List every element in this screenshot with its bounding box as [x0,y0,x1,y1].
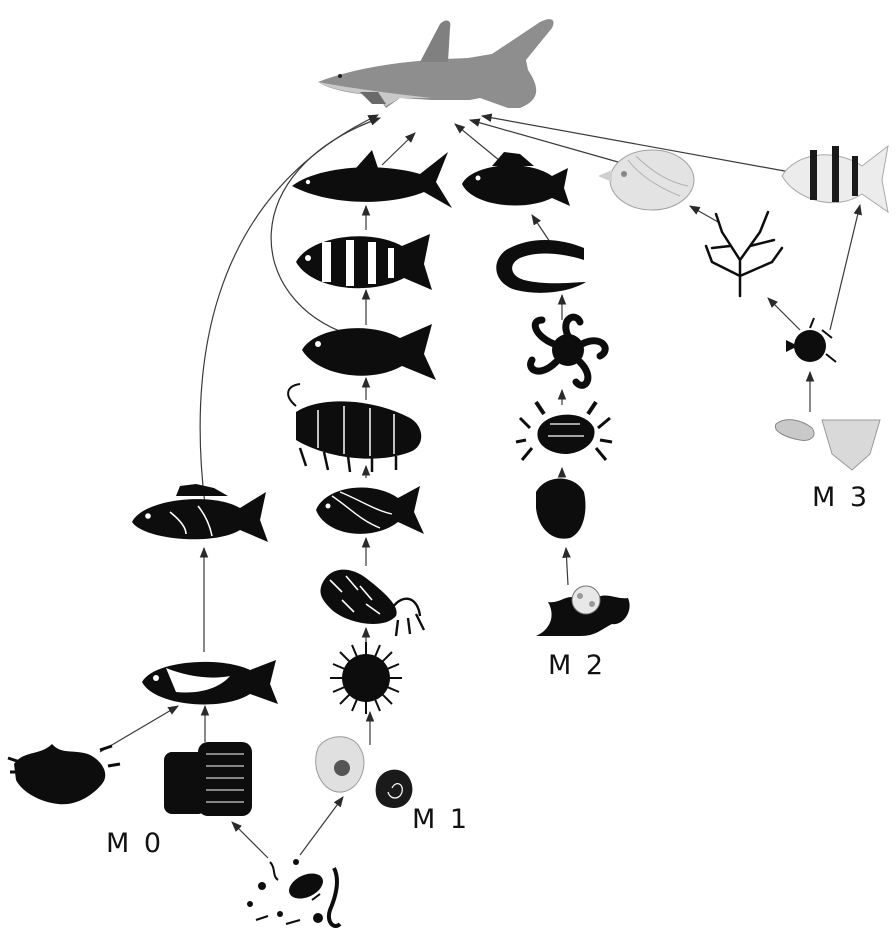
moray-eel-icon [496,240,586,293]
module-label-m3: M 3 [812,482,870,513]
coral-icon [536,586,630,636]
brittle-star-icon [531,317,606,385]
module-label-m1: M 1 [412,804,470,835]
damselfish-icon [316,486,424,534]
link-butterflyfish-to-shark [470,120,618,162]
algae-icon [8,744,120,804]
link-detritus-to-foram [300,797,343,855]
spiny-lobster-icon [288,384,421,472]
link-grouper-to-shark [455,124,505,165]
module-label-m0: M 0 [106,828,164,859]
link-puffer-to-seafan [768,298,800,330]
link-seafan-to-butterflyfish [690,206,718,222]
butterflyfish-icon [598,150,694,210]
link-puffer-to-angelfish [830,205,860,330]
sweetlips-fish-icon [296,234,432,290]
link-algae-to-parrotfish [100,706,178,752]
angelfish-icon [782,146,888,212]
parrotfish-icon [142,660,278,704]
link-snapper-to-shark [271,118,380,335]
link-detritus-to-sponge [232,822,268,858]
diatom-icon [775,420,814,441]
link-coral-to-bivalve [566,548,568,585]
detritus-microbes-icon [247,859,340,926]
shark-icon [318,19,554,108]
foraminifera-icon [316,737,364,792]
snapper-fish-icon [302,324,436,380]
crab-icon [516,402,612,460]
grouper-fish-icon [462,152,570,206]
dinoflagellate-icon [822,420,880,470]
tuna-fish-icon [292,150,452,208]
sea-fan-icon [706,212,782,296]
module-label-m2: M 2 [548,650,606,681]
spiral-shell-icon [376,770,413,808]
link-tuna-to-shark [382,133,415,165]
hogfish-icon [132,484,268,542]
hermit-crab-icon [320,570,424,636]
sponge-icon [164,742,252,816]
small-fish-icon [786,318,836,362]
bivalve-icon [536,479,585,539]
sea-urchin-icon [330,642,402,714]
